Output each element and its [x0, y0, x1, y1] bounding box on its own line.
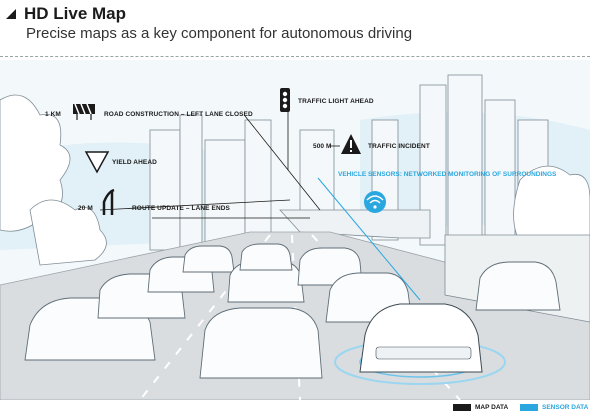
page-subtitle: Precise maps as a key component for auto… — [26, 25, 413, 42]
sensor-signal-icon — [364, 191, 386, 213]
label-traffic-light: TRAFFIC LIGHT AHEAD — [298, 98, 374, 105]
label-traffic-incident: TRAFFIC INCIDENT — [368, 143, 430, 150]
lane-ends-icon — [102, 188, 115, 215]
legend-map-data: MAP DATA — [453, 404, 508, 411]
legend-label-sensor: SENSOR DATA — [542, 404, 589, 411]
page-title: HD Live Map — [24, 4, 127, 23]
label-500m: 500 M — [313, 143, 332, 150]
label-20m: 20 M — [78, 205, 93, 212]
car — [199, 307, 323, 379]
legend-swatch-map — [453, 404, 471, 411]
tree-right — [513, 165, 590, 251]
label-route-update: ROUTE UPDATE – LANE ENDS — [132, 205, 231, 212]
label-1km: 1 KM — [45, 111, 61, 118]
ego-vehicle-rear — [375, 346, 472, 360]
car — [182, 245, 235, 273]
building — [447, 74, 483, 246]
legend: MAP DATA SENSOR DATA — [0, 402, 590, 416]
building — [149, 129, 181, 251]
overpass — [279, 209, 431, 239]
title-triangle-icon — [6, 9, 16, 19]
warning-triangle-icon — [341, 134, 361, 154]
header-divider — [0, 56, 590, 57]
building — [244, 119, 272, 251]
traffic-cars — [24, 243, 561, 379]
sensor-data-pointer — [317, 177, 421, 301]
illustration: 1 KM ROAD CONSTRUCTION – LEFT LANE CLOSE… — [0, 60, 590, 401]
hd-map-illustration: 1 KM ROAD CONSTRUCTION – LEFT LANE CLOSE… — [0, 60, 590, 401]
building — [484, 99, 516, 246]
building — [204, 139, 246, 251]
traffic-light-icon — [280, 88, 290, 112]
map-data-pointers — [99, 108, 340, 219]
label-vehicle-sensors: VEHICLE SENSORS: NETWORKED MONITORING OF… — [338, 171, 557, 178]
label-yield: YIELD AHEAD — [112, 159, 157, 166]
yield-sign-icon — [84, 151, 110, 174]
header: HD Live Map Precise maps as a key compon… — [0, 0, 590, 60]
building — [179, 114, 203, 251]
construction-barrier-icon — [73, 103, 95, 120]
car — [475, 261, 561, 311]
label-road-construction: ROAD CONSTRUCTION – LEFT LANE CLOSED — [104, 111, 253, 118]
legend-sensor-data: SENSOR DATA — [520, 404, 588, 411]
legend-label-map: MAP DATA — [475, 404, 509, 411]
car — [239, 243, 293, 271]
legend-swatch-sensor — [520, 404, 538, 411]
trees — [0, 94, 590, 266]
tree-left-2 — [29, 199, 107, 266]
ego-vehicle — [359, 303, 483, 373]
title-row: HD Live Map — [6, 4, 126, 24]
